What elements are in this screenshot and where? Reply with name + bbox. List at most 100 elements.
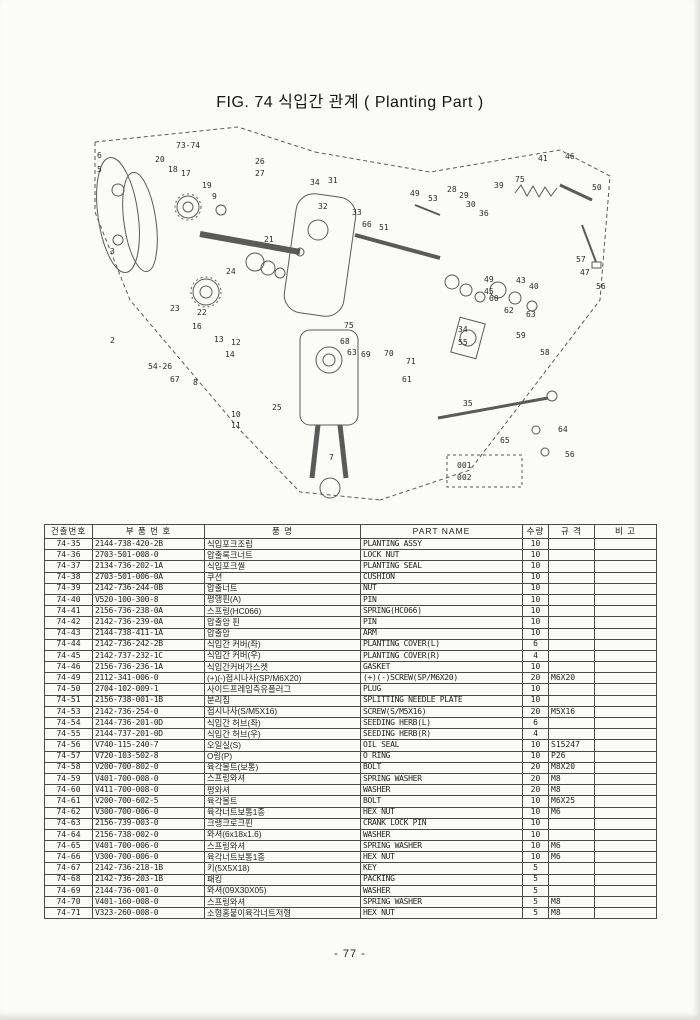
cell-item-no: 74-67	[44, 862, 93, 875]
cell-part-no: 2156-736-238-0A	[92, 605, 205, 618]
cell-part-no: 2142-736-242-2B	[92, 638, 205, 651]
callout-label: 47	[580, 268, 590, 277]
cell-part-name: SPRING(HC066)	[360, 605, 523, 618]
cell-item-no: 74-68	[44, 873, 93, 886]
callout-label: 54-26	[148, 362, 173, 371]
cell-item-no: 74-70	[44, 895, 93, 909]
callout-label: 58	[540, 348, 550, 357]
cell-note	[594, 873, 657, 886]
cell-spec	[548, 627, 595, 640]
cell-note	[594, 907, 657, 920]
cell-name-kr: 크랭크로크핀	[204, 817, 361, 830]
cell-spec	[548, 537, 595, 551]
cell-qty: 6	[522, 638, 549, 651]
callout-label: 35	[463, 399, 473, 408]
cell-part-no: V720-103-502-8	[92, 750, 205, 763]
cell-note	[594, 672, 657, 685]
callout-label: 62	[504, 306, 514, 315]
cell-note	[594, 638, 657, 651]
cell-part-name: CRANK LOCK PIN	[360, 817, 523, 830]
cell-item-no: 74-56	[44, 739, 93, 752]
cell-spec	[548, 661, 595, 674]
exploded-view-sketch	[94, 126, 611, 501]
cell-note	[594, 605, 657, 618]
cell-part-name: HEX NUT	[360, 806, 523, 819]
cell-name-kr: 식입포크씰	[204, 560, 361, 573]
cell-part-name: GASKET	[360, 661, 523, 674]
cell-note	[594, 750, 657, 763]
callout-label: 28	[447, 185, 457, 194]
cell-name-kr: 오일실(S)	[204, 739, 361, 752]
cell-part-name: PIN	[360, 616, 523, 629]
callout-label: 55	[458, 338, 468, 347]
cell-spec	[548, 862, 595, 875]
callout-label: 17	[181, 169, 191, 178]
cell-note	[594, 862, 657, 875]
cell-qty: 10	[522, 795, 549, 808]
cell-qty: 20	[522, 772, 549, 786]
cell-name-kr: 스프링와셔	[204, 772, 361, 786]
cell-qty: 20	[522, 761, 549, 774]
callout-label: 2	[110, 336, 115, 345]
cell-part-no: V401-700-006-0	[92, 840, 205, 853]
cell-item-no: 74-46	[44, 661, 93, 674]
cell-part-name: SCREW(S/M5X16)	[360, 705, 523, 719]
callout-label: 45	[484, 287, 494, 296]
cell-item-no: 74-37	[44, 560, 93, 573]
cell-part-no: 2144-736-201-0D	[92, 716, 205, 730]
cell-qty: 10	[522, 750, 549, 763]
cell-name-kr: 식입간 커버(좌)	[204, 638, 361, 651]
cell-item-no: 74-57	[44, 750, 93, 763]
callout-label: 7	[329, 453, 334, 462]
callout-label: 26	[255, 157, 265, 166]
cell-qty: 10	[522, 683, 549, 696]
callout-label: 23	[170, 304, 180, 313]
cell-part-name: LOCK NUT	[360, 549, 523, 562]
cell-spec	[548, 593, 595, 607]
cell-item-no: 74-54	[44, 716, 93, 730]
cell-name-kr: 육각너트보통1종	[204, 806, 361, 819]
cell-part-no: V200-700-602-5	[92, 795, 205, 808]
cell-spec	[548, 638, 595, 651]
cell-qty: 10	[522, 840, 549, 853]
cell-name-kr: 와셔(09X30X05)	[204, 884, 361, 898]
callout-label: 19	[202, 181, 212, 190]
cell-qty: 10	[522, 627, 549, 640]
callout-label: 69	[361, 350, 371, 359]
cell-note	[594, 828, 657, 842]
cell-note	[594, 739, 657, 752]
cell-name-kr: 접시나사(S/M5X16)	[204, 705, 361, 719]
cell-spec: S15247	[548, 739, 595, 752]
cell-qty: 10	[522, 739, 549, 752]
cell-note	[594, 560, 657, 573]
callout-label: 14	[225, 350, 235, 359]
callout-label: 61	[402, 375, 412, 384]
cell-qty: 10	[522, 537, 549, 551]
cell-qty: 10	[522, 616, 549, 629]
callout-label: 75	[515, 175, 525, 184]
cell-spec: M6	[548, 840, 595, 853]
cell-name-kr: 소형홈붙이육각너트저형	[204, 907, 361, 920]
column-header: 규 격	[548, 524, 595, 539]
cell-item-no: 74-63	[44, 817, 93, 830]
cell-qty: 10	[522, 828, 549, 842]
cell-name-kr: 스프링와셔	[204, 840, 361, 853]
cell-qty: 10	[522, 661, 549, 674]
callout-label: 24	[226, 267, 236, 276]
cell-part-name: WASHER	[360, 884, 523, 898]
